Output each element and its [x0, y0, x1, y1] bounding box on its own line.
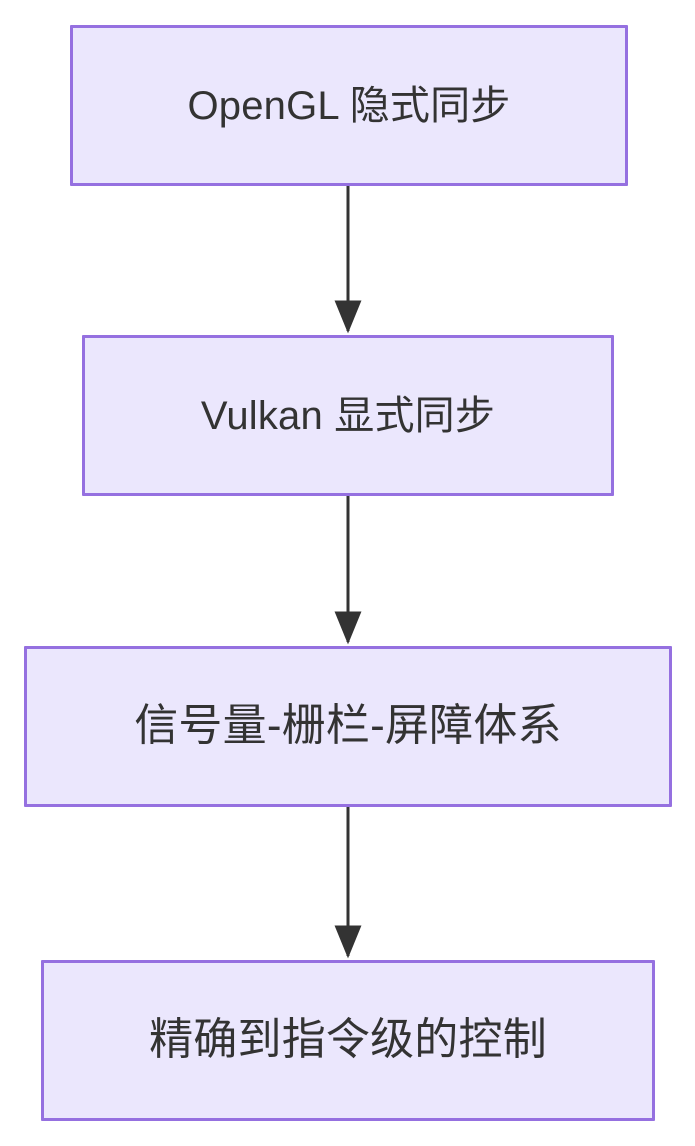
flow-node-opengl-implicit-sync[interactable]: OpenGL 隐式同步	[70, 25, 628, 186]
flow-node-label: 信号量-栅栏-屏障体系	[134, 701, 562, 751]
flow-node-label: 精确到指令级的控制	[149, 1015, 547, 1065]
flow-node-label: OpenGL 隐式同步	[187, 83, 511, 128]
flow-node-vulkan-explicit-sync[interactable]: Vulkan 显式同步	[82, 335, 614, 496]
flow-node-instruction-level-control[interactable]: 精确到指令级的控制	[41, 960, 655, 1121]
flow-node-label: Vulkan 显式同步	[200, 393, 496, 438]
flow-node-semaphore-fence-barrier-system[interactable]: 信号量-栅栏-屏障体系	[24, 646, 672, 807]
